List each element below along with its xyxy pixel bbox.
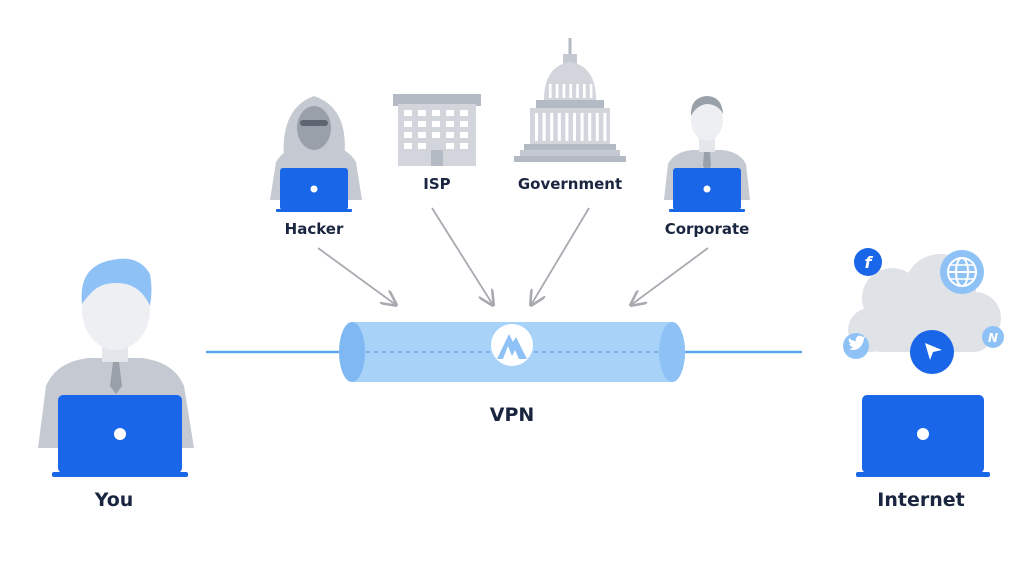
netflix-icon: N (982, 326, 1004, 348)
arrow-isp (431, 207, 493, 305)
cloud-icon (848, 254, 1001, 352)
hacker-label: Hacker (285, 220, 344, 238)
corporate-laptop-icon (669, 168, 745, 212)
twitter-icon (843, 333, 869, 359)
corporate-label: Corporate (665, 220, 750, 238)
svg-text:N: N (988, 331, 998, 345)
arrow-hacker (317, 247, 396, 305)
capitol-building-icon (514, 38, 626, 162)
svg-text:f: f (865, 253, 874, 272)
internet-laptop-icon (856, 395, 990, 477)
internet-label: Internet (877, 489, 964, 511)
you-laptop-icon (52, 395, 188, 477)
vpn-label: VPN (490, 404, 535, 426)
isp-label: ISP (423, 175, 450, 193)
government-label: Government (518, 175, 622, 193)
arrow-government (531, 207, 590, 305)
facebook-icon: f (854, 248, 882, 276)
hacker-laptop-icon (276, 168, 352, 212)
play-icon (910, 330, 954, 374)
vpn-logo-icon (491, 324, 533, 366)
you-label: You (94, 489, 134, 511)
globe-icon (940, 250, 984, 294)
arrow-corporate (631, 247, 709, 305)
building-icon (393, 94, 481, 166)
